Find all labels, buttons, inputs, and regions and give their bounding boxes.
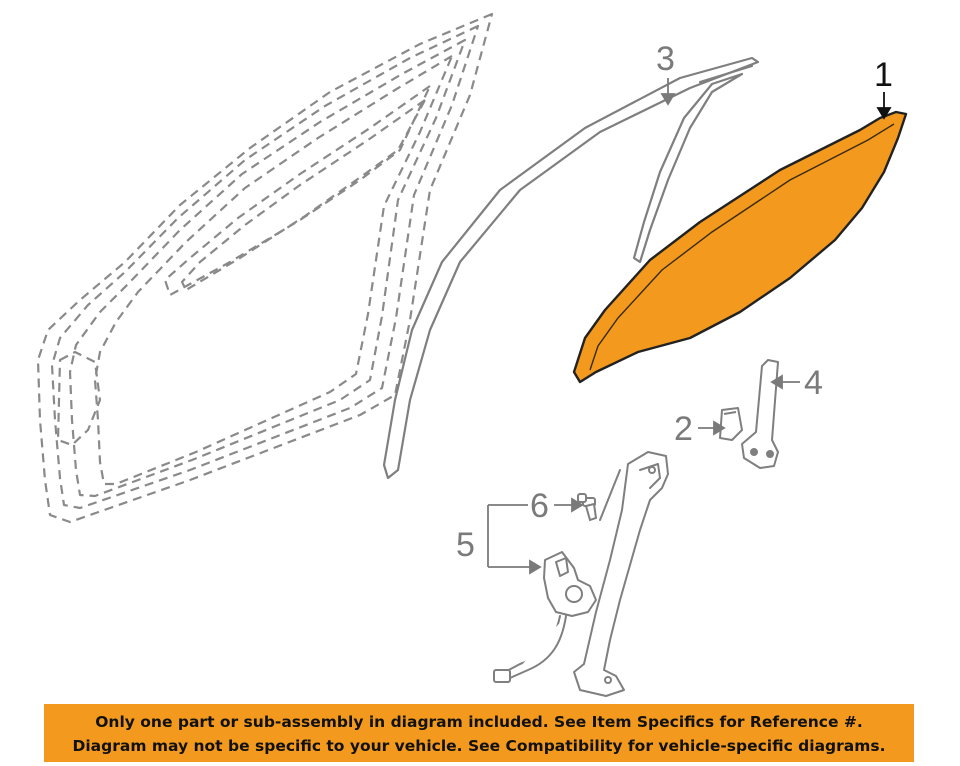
bolt-part [577,493,598,522]
callout-3: 3 [656,40,675,78]
run-channel-part [382,56,760,480]
callout-4: 4 [804,364,823,402]
glass-guide-part [741,359,779,469]
door-glass-part [572,110,908,384]
callout-6: 6 [530,487,549,525]
window-regulator-part [493,451,669,697]
parts-diagram: 1 2 3 4 5 6 [36,12,908,697]
callout-2: 2 [674,410,693,448]
disclaimer-banner: Only one part or sub-assembly in diagram… [44,704,914,762]
disclaimer-line-2: Diagram may not be specific to your vehi… [72,737,886,755]
leader-lines [487,78,800,575]
callout-5: 5 [456,526,475,564]
leader-line-part1 [876,92,892,120]
glass-clip-part [719,407,743,441]
door-frame-outline [36,12,494,524]
disclaimer-line-1: Only one part or sub-assembly in diagram… [95,713,863,731]
glass-inner-edge [589,123,895,371]
callout-1: 1 [874,56,893,94]
